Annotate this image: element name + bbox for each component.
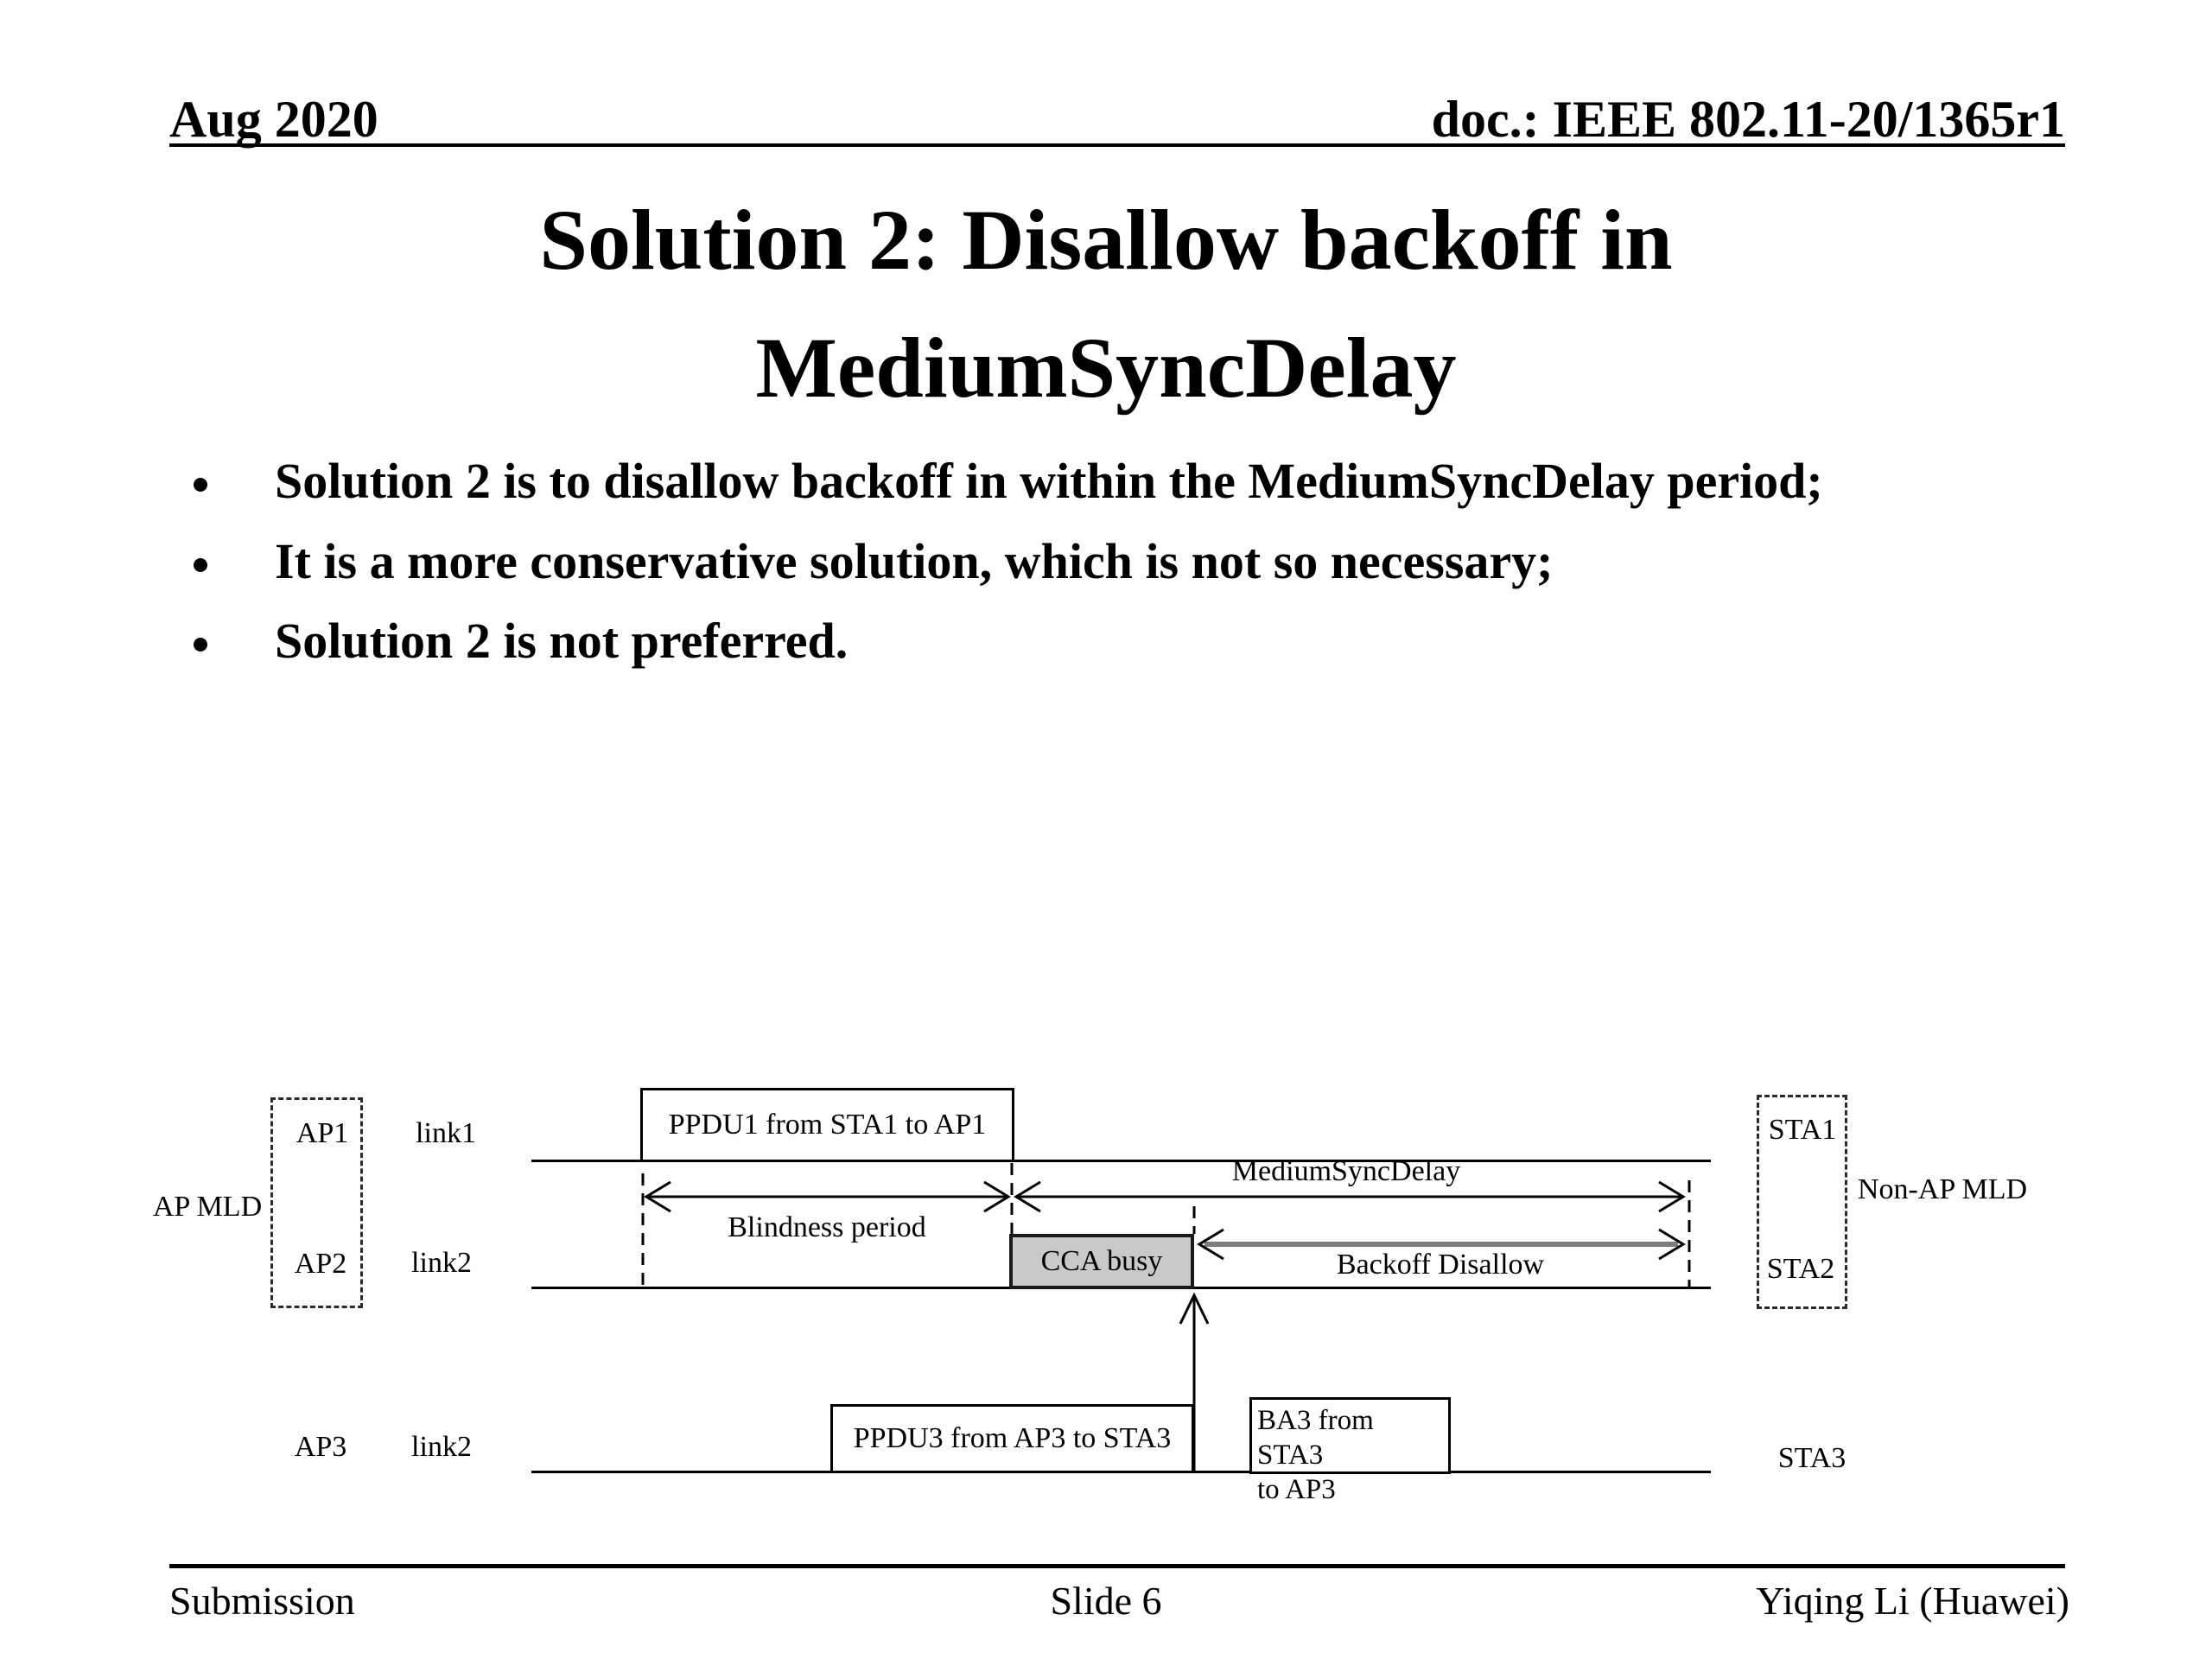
sta-mld-group-box [1757, 1095, 1847, 1309]
header-doc-id: doc.: IEEE 802.11-20/1365r1 [1431, 91, 2065, 148]
bullet-marker [194, 638, 207, 652]
page-title-line2: MediumSyncDelay [755, 320, 1457, 416]
bullet-marker [194, 478, 207, 492]
ppdu1-box: PPDU1 from STA1 to AP1 [640, 1088, 1014, 1162]
ppdu3-label: PPDU3 from AP3 to STA3 [853, 1422, 1172, 1454]
page-title-line1: Solution 2: Disallow backoff in [539, 192, 1673, 288]
footer-divider [169, 1564, 2065, 1568]
bullet-marker [194, 558, 207, 572]
footer-author: Yiqing Li (Huawei) [1756, 1579, 2069, 1623]
ap-mld-group-box [270, 1097, 363, 1308]
ppdu1-label: PPDU1 from STA1 to AP1 [668, 1109, 987, 1141]
bullet-text: Solution 2 is not preferred. [275, 613, 849, 669]
blindness-period-arrow [644, 1180, 1011, 1213]
sta1-label: STA1 [1768, 1114, 1837, 1146]
medium-sync-delay-label: MediumSyncDelay [1231, 1155, 1461, 1187]
bullet-text: It is a more conservative solution, whic… [275, 533, 1554, 589]
blindness-period-label: Blindness period [728, 1211, 926, 1243]
ba3-label-line2: to AP3 [1257, 1474, 1336, 1505]
bullet-text: Solution 2 is to disallow backoff in wit… [275, 453, 1823, 509]
ap1-label: AP1 [296, 1117, 349, 1149]
ap3-link2-label: link2 [411, 1431, 472, 1463]
cca-busy-box: CCA busy [1009, 1234, 1194, 1289]
ba3-label-line1: BA3 from STA3 [1257, 1405, 1374, 1471]
ap3-label: AP3 [294, 1431, 347, 1463]
non-ap-mld-label: Non-AP MLD [1857, 1173, 2028, 1205]
link1-timeline [531, 1160, 1711, 1162]
footer-submission: Submission [169, 1579, 355, 1623]
ap2-label: AP2 [294, 1248, 347, 1280]
sta3-label: STA3 [1777, 1442, 1847, 1474]
ba3-box: BA3 from STA3 to AP3 [1249, 1397, 1451, 1505]
cca-busy-label: CCA busy [1040, 1245, 1163, 1277]
header-divider [169, 143, 2065, 147]
footer-slide-number: Slide 6 [1050, 1579, 1162, 1623]
link1-label: link1 [416, 1117, 476, 1149]
sta2-label: STA2 [1766, 1253, 1835, 1285]
backoff-disallow-label: Backoff Disallow [1336, 1249, 1545, 1281]
header-date: Aug 2020 [169, 91, 378, 148]
link2-label: link2 [411, 1247, 472, 1279]
page-title: Solution 2: Disallow backoff in MediumSy… [0, 176, 2212, 432]
ppdu3-box: PPDU3 from AP3 to STA3 [830, 1404, 1194, 1473]
ap-mld-label: AP MLD [152, 1191, 263, 1223]
